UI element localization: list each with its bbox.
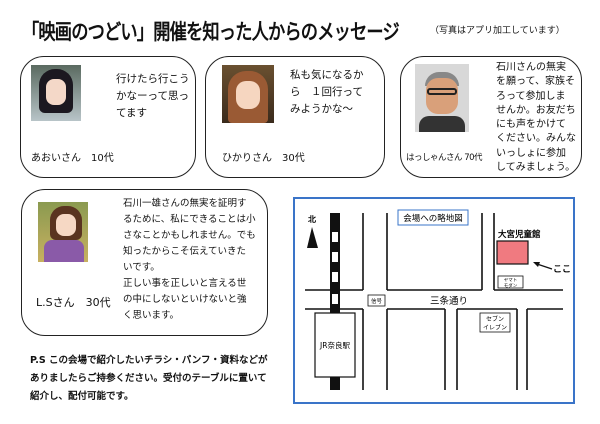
here-arrowhead-icon (533, 262, 540, 267)
venue-label: 大宮児童館 (498, 229, 541, 240)
message-text: 行けたら行こう かなーって思っ てます (116, 73, 190, 119)
north-label: 北 (308, 214, 316, 224)
here-arrow-icon (536, 263, 553, 270)
message-card-aoi: 行けたら行こう かなーって思っ てます あおいさん 10代 (20, 56, 196, 178)
ps-note: P.S この会場で紹介したいチラシ・パンフ・資料などが ありましたらご持参くださ… (30, 355, 268, 402)
author-name: はっしゃんさん 70代 (406, 153, 483, 163)
message-card-hasshan: 石川さんの無実 を願って、家族そ ろって参加しま せんか。お友だち にも声をかけ… (400, 56, 582, 178)
avatar-photo (415, 64, 469, 132)
shop-seven-label: セブン (486, 315, 504, 323)
venue-building (496, 240, 529, 265)
station-building (314, 312, 356, 378)
here-label: ここ (553, 264, 571, 275)
shop-yamato-label: ヤマト (504, 278, 518, 284)
signal-box (367, 294, 386, 307)
shop-yamato-label-2: モダン (504, 282, 518, 289)
map-drawing: JR奈良駅 北 会場への略地図 大宮児童館 ここ ヤマト モダン 信号 三条通り… (305, 209, 571, 390)
author-name: ひかりさん 30代 (222, 153, 305, 164)
station-label: JR奈良駅 (319, 340, 350, 350)
avatar-photo (31, 65, 81, 121)
shop-seven-label-2: イレブン (483, 324, 507, 332)
roads (305, 213, 563, 390)
author-name: L.Sさん 30代 (36, 296, 111, 309)
signal-label: 信号 (371, 297, 383, 305)
message-card-hikari: 私も気になるか ら １回行って みようかな～ ひかりさん 30代 (205, 56, 385, 178)
venue-map: JR奈良駅 北 会場への略地図 大宮児童館 ここ ヤマト モダン 信号 三条通り… (293, 197, 575, 404)
street-label: 三条通り (430, 295, 468, 307)
railway (330, 213, 340, 390)
shop-seven-box (479, 312, 511, 333)
avatar-photo (222, 65, 274, 123)
message-card-ls: 石川一雄さんの無実を証明す るために、私にできることは小 さなことかもしれません… (21, 189, 268, 336)
shop-yamato-box (497, 275, 524, 289)
map-title-box (397, 209, 469, 226)
photo-note: （写真はアプリ加工しています） (430, 26, 565, 36)
message-text: 石川さんの無実 を願って、家族そ ろって参加しま せんか。お友だち にも声をかけ… (496, 62, 576, 174)
north-arrow-icon (307, 227, 318, 248)
message-text: 石川一雄さんの無実を証明す るために、私にできることは小 さなことかもしれません… (123, 198, 256, 321)
message-text: 私も気になるか ら １回行って みようかな～ (290, 69, 364, 115)
avatar-photo (38, 202, 88, 262)
map-title: 会場への略地図 (403, 213, 463, 224)
page-title: 「映画のつどい」開催を知った人からのメッセージ (22, 20, 400, 44)
author-name: あおいさん 10代 (31, 153, 114, 164)
